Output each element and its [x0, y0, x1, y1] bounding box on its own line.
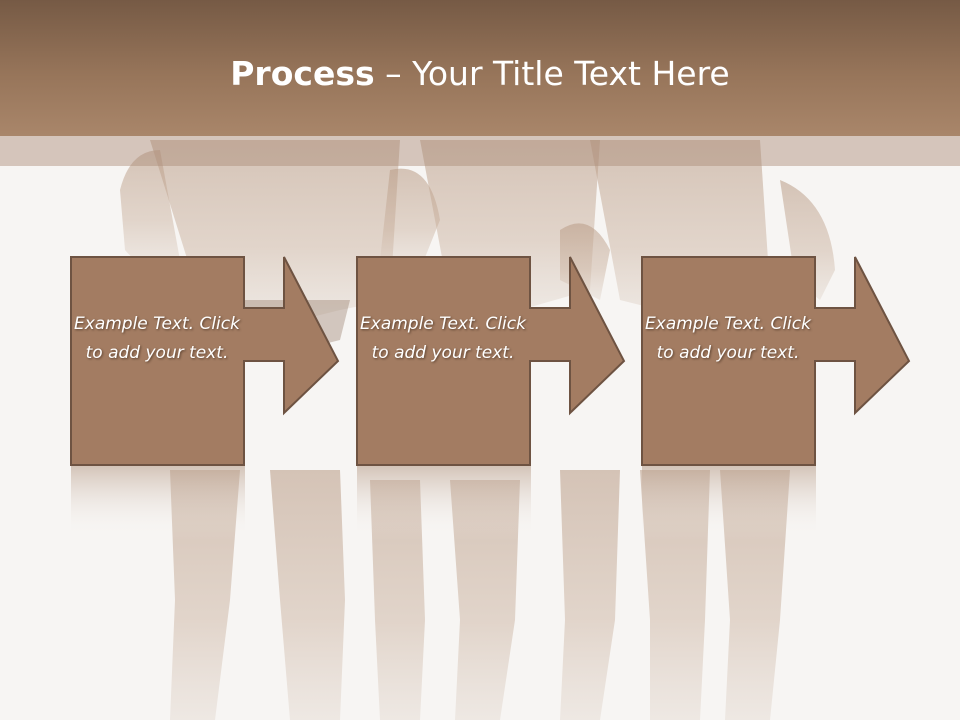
step-arrow-shape [70, 256, 340, 541]
process-step-1[interactable]: Example Text. Click to add your text. [70, 256, 410, 546]
process-step-2[interactable]: Example Text. Click to add your text. [356, 256, 696, 546]
step-arrow-shape [641, 256, 911, 541]
header-accent-strip [0, 136, 960, 166]
step-2-text[interactable]: Example Text. Click to add your text. [360, 314, 526, 363]
step-arrow-shape [356, 256, 626, 541]
slide-title[interactable]: Process – Your Title Text Here [0, 52, 960, 96]
step-3-text[interactable]: Example Text. Click to add your text. [645, 314, 811, 363]
step-1-text[interactable]: Example Text. Click to add your text. [74, 314, 240, 363]
header-bar [0, 0, 960, 136]
title-bold-part: Process [230, 54, 375, 93]
process-step-3[interactable]: Example Text. Click to add your text. [641, 256, 960, 546]
title-regular-part: – Your Title Text Here [374, 54, 730, 93]
